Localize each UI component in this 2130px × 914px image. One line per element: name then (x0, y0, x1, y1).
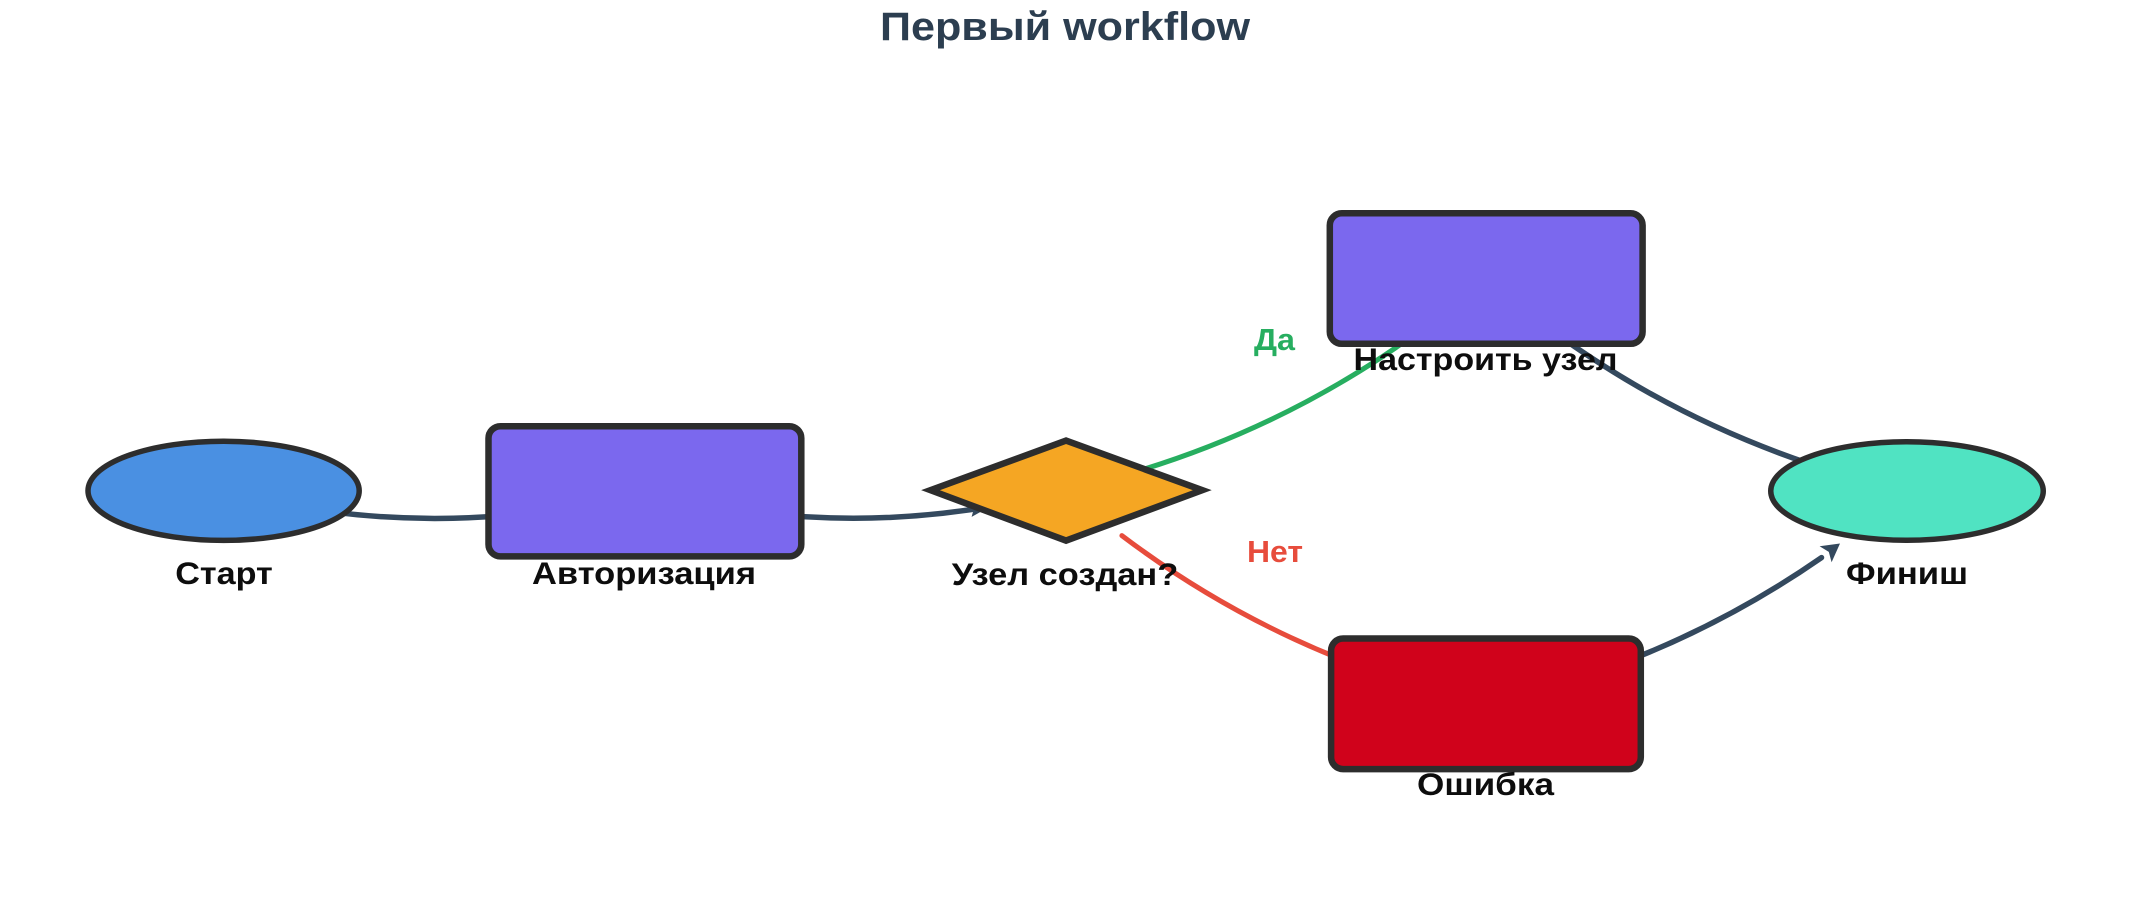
svg-text:Ошибка: Ошибка (1417, 766, 1555, 802)
svg-text:Авторизация: Авторизация (532, 555, 756, 591)
svg-text:Первый workflow: Первый workflow (880, 5, 1251, 49)
svg-text:Узел создан?: Узел создан? (952, 556, 1179, 592)
svg-text:Да: Да (1254, 322, 1296, 357)
svg-text:Нет: Нет (1247, 534, 1303, 569)
svg-text:Настроить узел: Настроить узел (1354, 341, 1618, 377)
svg-text:Старт: Старт (175, 555, 273, 591)
svg-text:Финиш: Финиш (1846, 555, 1968, 591)
